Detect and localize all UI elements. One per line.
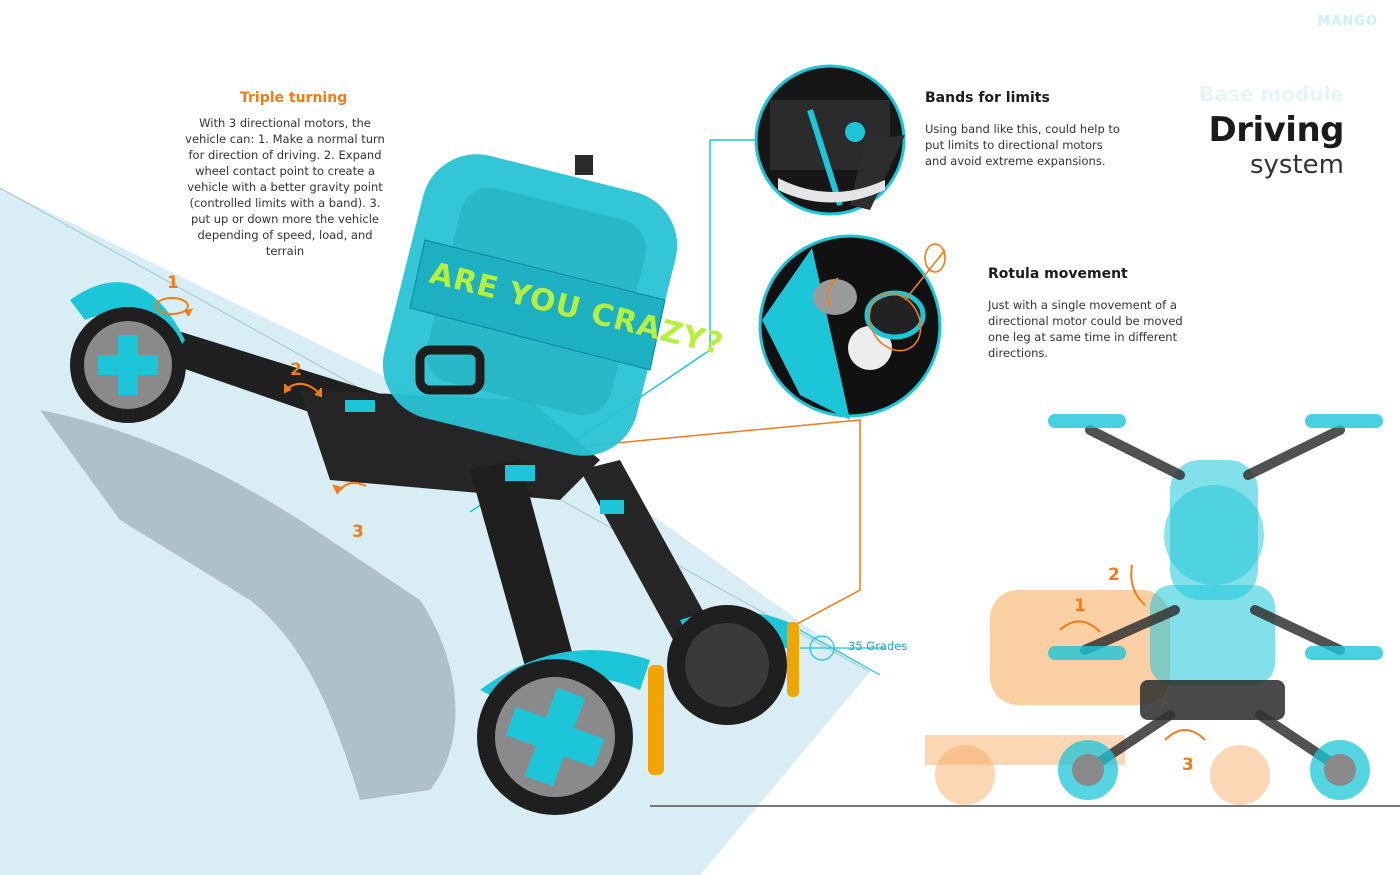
inset-rotula-circle [758,234,946,420]
inset-bands-circle [754,64,906,216]
rotula-line: Just with a single movement of a [988,298,1177,312]
rotula-line: directional motor could be moved [988,314,1183,328]
rotula-desc: Just with a single movement of a directi… [988,297,1208,361]
triple-turning-line: terrain [265,244,305,258]
turn-marker-1 [155,297,193,317]
bands-line: and avoid extreme expansions. [925,154,1106,168]
wheel-front [477,650,664,815]
triple-turning-line: for direction of driving. 2. Expand [188,148,382,162]
angle-label: 35 Grades [848,639,907,653]
leg-band-connector [345,400,375,412]
leg-joint-cyan [505,465,535,481]
front-ghost-wheel-1 [935,745,995,805]
triple-turning-line: (controlled limits with a band). 3. [189,196,381,210]
bands-desc: Using band like this, could help to put … [925,121,1145,169]
front-marker-3-label: 3 [1182,755,1194,775]
module-label: Base module [1199,82,1344,106]
page-subtitle: system [1250,150,1344,180]
front-body-lower [1150,585,1275,685]
page-title: Driving [1208,110,1344,150]
turn-marker-2 [284,382,322,398]
rotula-line: one leg at same time in different [988,330,1178,344]
wheel-top-left-cross [98,335,158,395]
front-ghost-wheel-2 [1210,745,1270,805]
triple-turning-line: wheel contact point to create a [195,164,375,178]
turn-marker-3-label: 3 [352,522,364,542]
triple-turning-line: vehicle with a better gravity point [187,180,383,194]
front-marker-2-label: 2 [1108,565,1120,585]
turn-marker-1-label: 1 [167,273,179,293]
turn-marker-3 [332,481,367,495]
front-view-robot: 1 2 3 [925,414,1383,805]
wheel-back [667,605,799,725]
display-band [409,239,666,371]
front-marker-2 [1130,564,1146,606]
triple-turning-line: depending of speed, load, and [197,228,373,242]
angle-indicator [799,629,885,676]
robot-body: ARE YOU CRAZY? [382,154,727,456]
wheel-back-tread [787,622,799,697]
wheel-top-left [70,282,186,423]
bands-title: Bands for limits [925,90,1050,106]
rotula-line: directions. [988,346,1049,360]
wheel-back-hub [685,623,769,707]
front-wheels [1048,414,1383,660]
triple-turning-line: With 3 directional motors, the [199,116,371,130]
wheel-front-tread [648,665,664,775]
front-marker-1-label: 1 [1074,596,1086,616]
triple-turning-desc: With 3 directional motors, the vehicle c… [185,115,385,259]
turn-marker-2-label: 2 [290,360,302,380]
triple-turning-line: put up or down more the vehicle [190,212,380,226]
front-body-disc [1164,485,1264,585]
bands-line: Using band like this, could help to [925,122,1120,136]
front-marker-3 [1164,729,1206,741]
wheel-front-cross [505,687,605,787]
front-marker-1 [1059,620,1101,633]
carry-handle [415,345,485,395]
triple-turning-line: vehicle can: 1. Make a normal turn [185,132,385,146]
robot-shadow [40,410,456,800]
bands-line: put limits to directional motors [925,138,1103,152]
rotula-title: Rotula movement [988,266,1128,282]
brand-logo: MANGO [1317,14,1378,29]
front-body-base [1140,680,1285,720]
triple-turning-title: Triple turning [240,90,348,106]
leg-joint-cyan-2 [600,500,624,514]
front-bottom-wheels [1058,740,1370,800]
body-cap [575,155,593,175]
